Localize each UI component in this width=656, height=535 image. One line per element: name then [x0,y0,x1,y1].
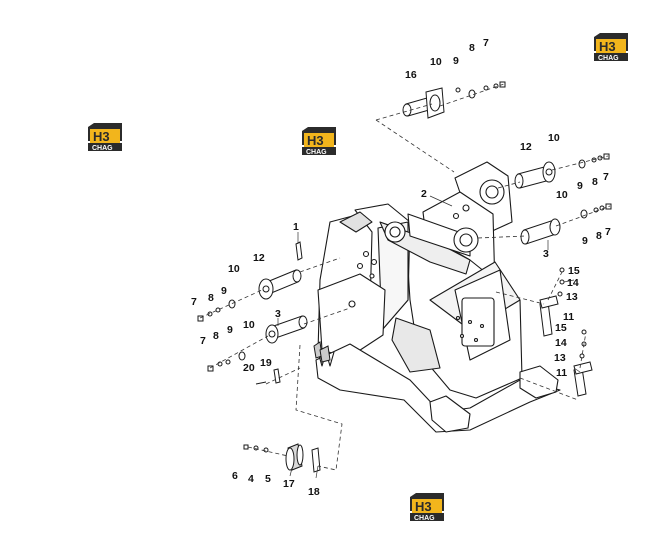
hardware-right-upper [578,153,610,169]
callout-1: 1 [293,221,299,233]
brand-name-text: CHAG [92,145,113,152]
brand-name-text: CHAG [414,515,435,522]
hardware-left-lower [207,351,246,372]
loader-frame [315,161,561,433]
callout-9: 9 [577,180,583,192]
hardware-right-13-14-15-lower [579,329,587,359]
bolt-20 [255,381,267,385]
callout-19: 19 [260,357,272,369]
callout-20: 20 [243,362,255,374]
callout-10: 10 [228,263,240,275]
pin-11-lower [573,361,593,397]
callout-8: 8 [208,292,214,304]
callout-5: 5 [265,473,271,485]
callout-15: 15 [555,322,567,334]
callout-labels: 16 10 9 8 7 10 12 9 8 7 10 9 8 7 3 2 1 1… [191,37,611,498]
callout-11: 11 [563,311,574,323]
callout-7: 7 [605,226,611,238]
brand-mark-text: H3 [307,133,324,148]
pin-12-right [514,161,556,189]
brand-mark-text: H3 [599,39,616,54]
brand-name-text: CHAG [306,149,327,156]
pin-16 [402,87,445,119]
callout-6: 6 [232,470,238,482]
callout-7: 7 [200,335,206,347]
callout-14: 14 [555,337,567,349]
callout-8: 8 [469,42,475,54]
callout-12: 12 [253,252,265,264]
callout-14: 14 [567,277,579,289]
brand-logo-top-right: H3 CHAG [594,33,628,62]
brand-logo-left: H3 CHAG [88,123,122,152]
pin-12-left [258,269,302,300]
callout-8: 8 [596,230,602,242]
brand-name-text: CHAG [598,55,619,62]
callout-4: 4 [248,473,254,485]
callout-9: 9 [227,324,233,336]
plate-18 [311,447,321,473]
hardware-right-13-14-15-upper [557,267,565,297]
callout-10: 10 [243,319,255,331]
pin-17 [285,443,304,471]
brand-logo-center: H3 CHAG [302,127,336,156]
brand-mark-text: H3 [93,129,110,144]
callout-9: 9 [582,235,588,247]
hardware-left-upper [197,299,236,322]
callout-7: 7 [483,37,489,49]
callout-16: 16 [405,69,417,81]
callout-15: 15 [568,265,580,277]
callout-13: 13 [554,352,566,364]
pin-19 [273,368,281,384]
callout-leaders [277,195,581,479]
brand-mark-text: H3 [415,499,432,514]
hardware-top [455,81,506,99]
callout-11: 11 [556,367,567,379]
callout-18: 18 [308,486,320,498]
callout-10: 10 [430,56,442,68]
callout-8: 8 [592,176,598,188]
brand-logo-bottom: H3 CHAG [410,493,444,522]
callout-7: 7 [603,171,609,183]
callout-10: 10 [548,132,560,144]
callout-12: 12 [520,141,532,153]
pin-3-right [520,218,561,245]
callout-8: 8 [213,330,219,342]
pin-3-left [265,315,308,344]
callout-3: 3 [275,308,281,320]
pin-11-upper [539,295,559,337]
callout-7: 7 [191,296,197,308]
callout-17: 17 [283,478,295,490]
components [197,81,612,473]
callout-9: 9 [453,55,459,67]
callout-13: 13 [566,291,578,303]
callout-10: 10 [556,189,568,201]
callout-9: 9 [221,285,227,297]
assembly-lines [199,83,611,471]
clip-1 [295,241,303,261]
hardware-bottom [243,444,269,453]
callout-2: 2 [421,188,427,200]
callout-3: 3 [543,248,549,260]
